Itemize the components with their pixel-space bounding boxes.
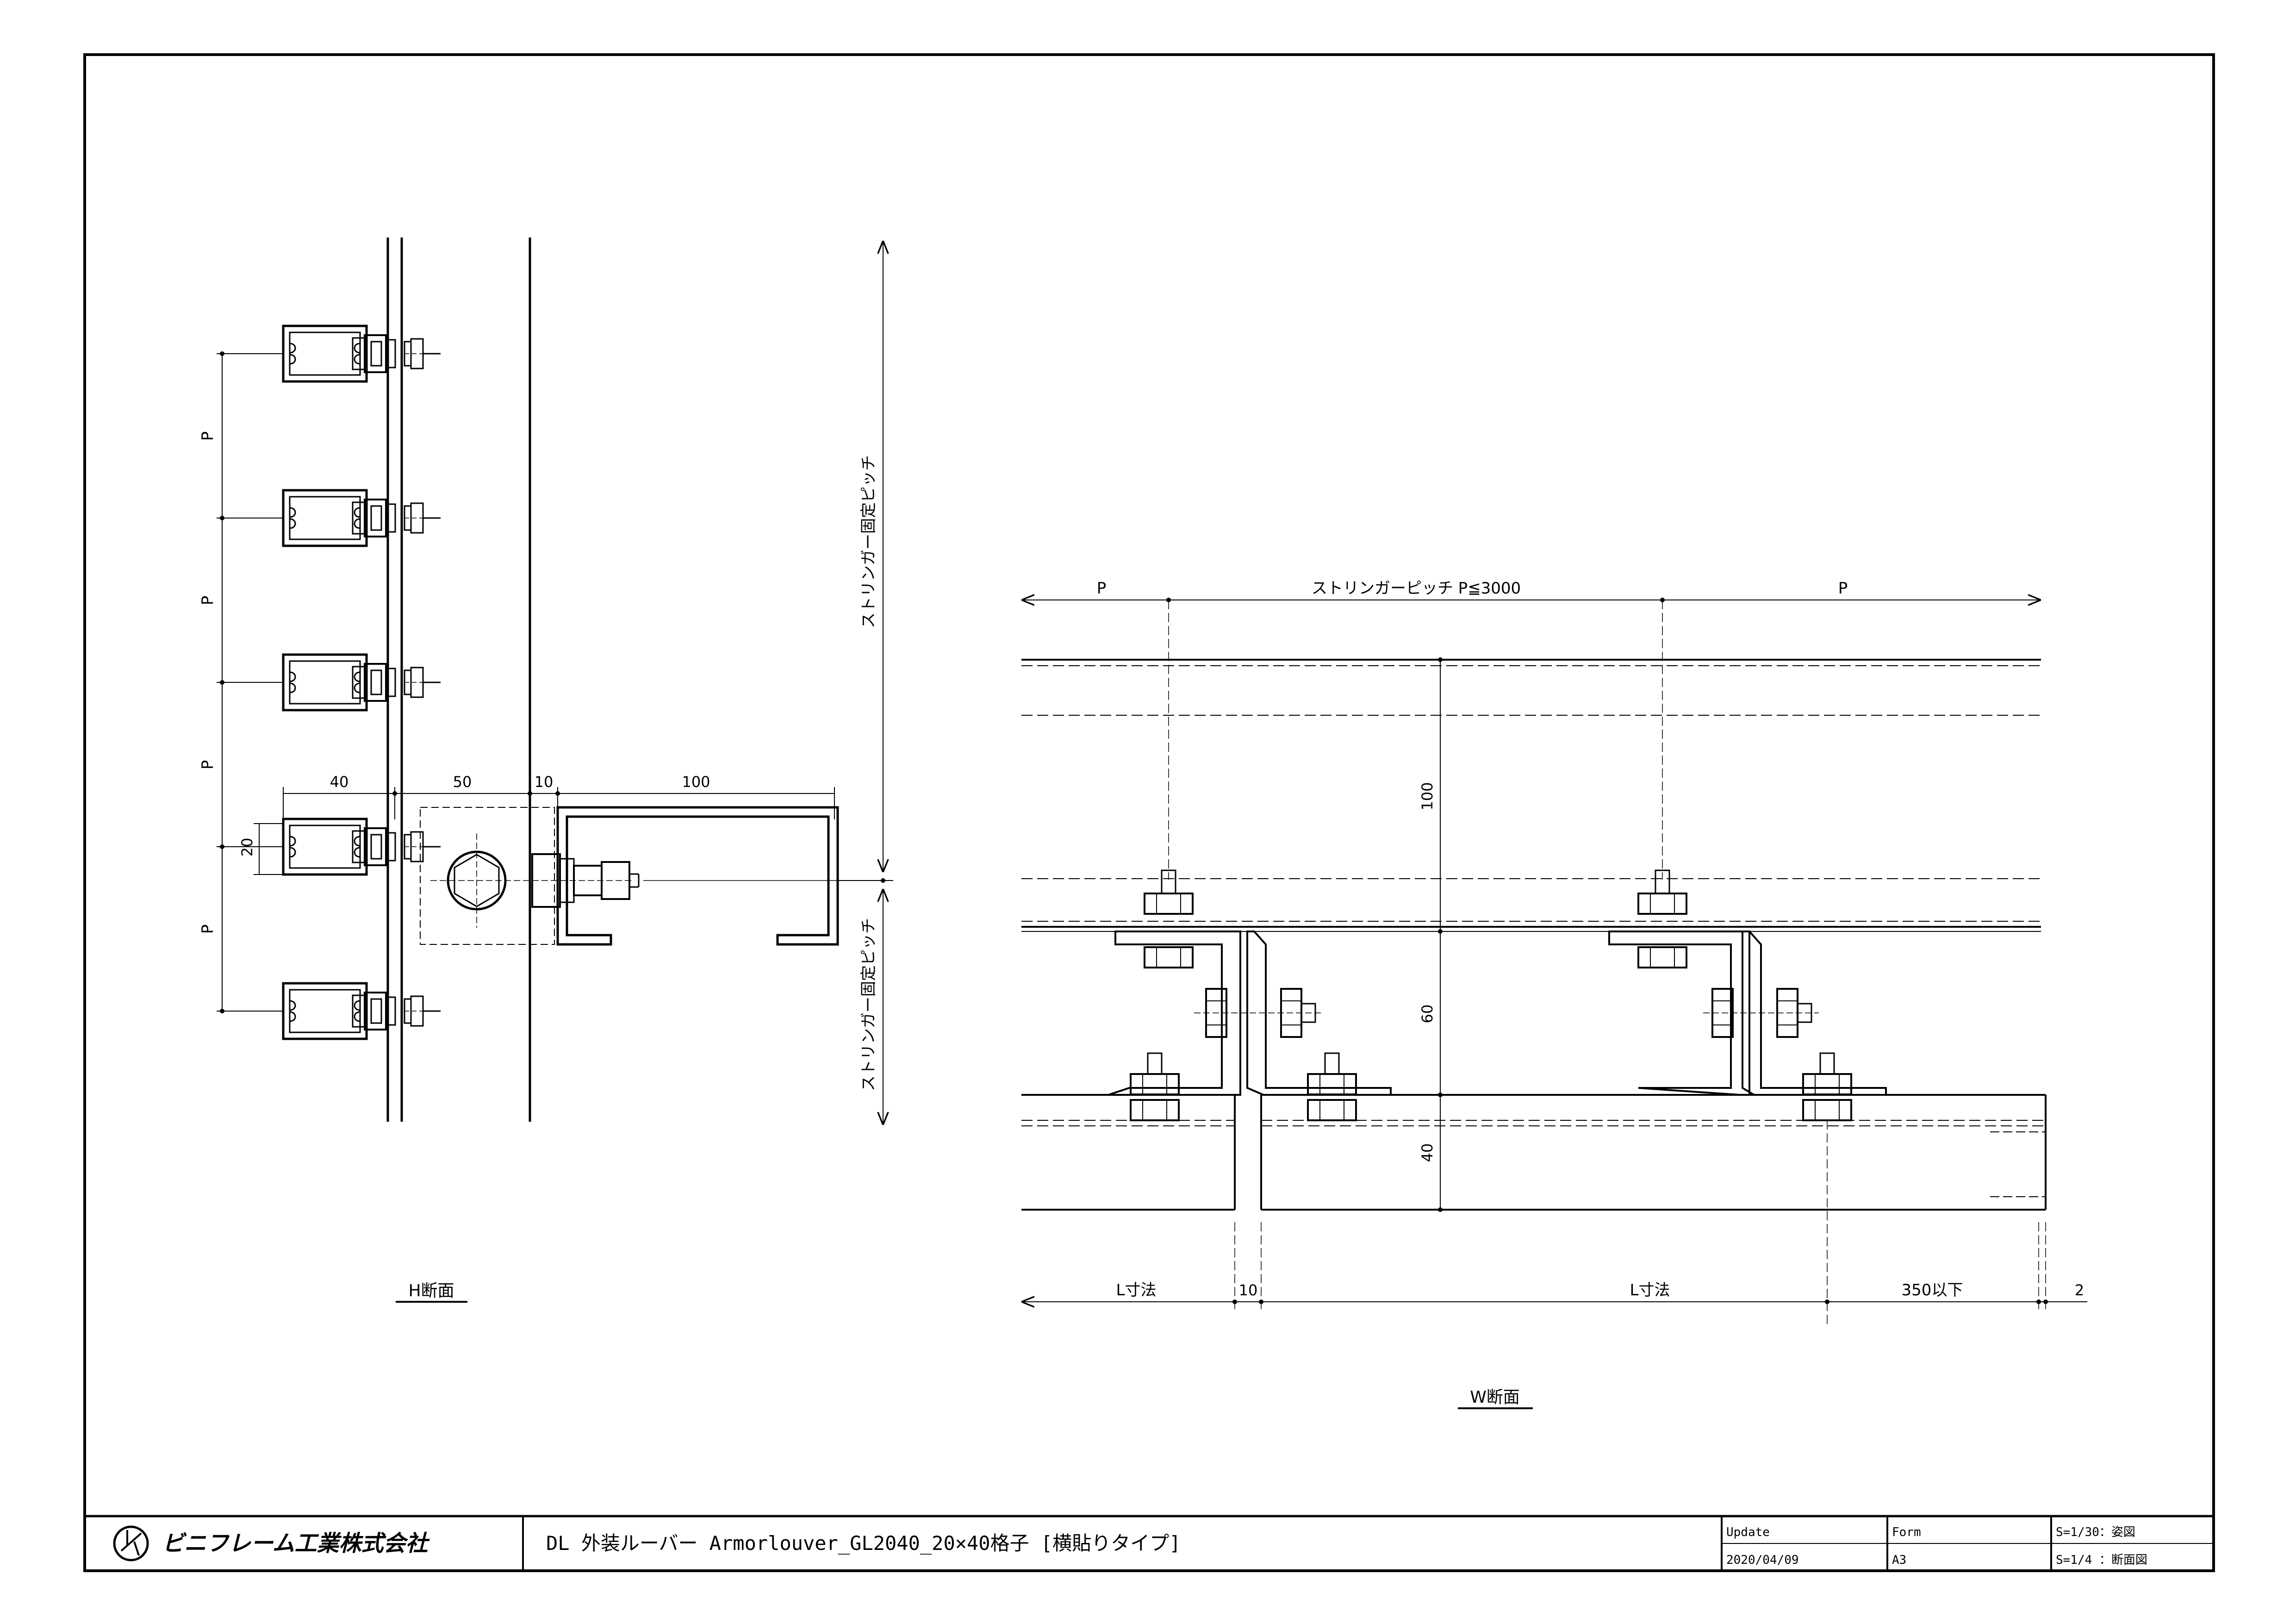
company-logo <box>113 1525 149 1562</box>
w-top-center: ストリンガーピッチ P≦3000 <box>1312 579 1521 598</box>
h-dim-40: 40 <box>330 773 349 791</box>
h-dim-50: 50 <box>453 773 472 791</box>
title-block: ビニフレーム工業株式会社 DL 外装ルーバー Armorlouver_GL204… <box>85 1515 2214 1571</box>
drawing-title: DL 外装ルーバー Armorlouver_GL2040_20×40格子 [横貼… <box>546 1532 1181 1555</box>
w-bottom-350: 350以下 <box>1902 1281 1963 1299</box>
h-section: P P P P 20 40 50 10 100 <box>199 237 893 1303</box>
scale-line-2: S=1/4 ：断面図 <box>2056 1553 2147 1567</box>
w-bottom-l-left: L寸法 <box>1116 1281 1157 1299</box>
w-bracket-2 <box>1608 869 1887 1324</box>
w-bottom-l-right: L寸法 <box>1630 1281 1670 1299</box>
w-bracket-1 <box>1108 869 1392 1121</box>
w-bottom-2: 2 <box>2075 1281 2084 1299</box>
h-pitch-label-3: P <box>199 760 217 770</box>
w-dim-60: 60 <box>1419 1005 1436 1024</box>
w-top-right-p: P <box>1838 579 1848 598</box>
form-label: Form <box>1892 1525 1921 1539</box>
update-value: 2020/04/09 <box>1726 1553 1799 1567</box>
h-section-label: H断面 <box>408 1281 454 1300</box>
w-bottom-10: 10 <box>1239 1281 1258 1299</box>
h-dim-100: 100 <box>682 773 710 791</box>
w-top-left-p: P <box>1097 579 1107 598</box>
w-dim-100: 100 <box>1419 782 1436 810</box>
h-pitch-label-1: P <box>199 431 217 441</box>
sheet-border <box>83 53 2215 1572</box>
h-pitch-label-2: P <box>199 596 217 606</box>
h-dim-20: 20 <box>238 838 256 857</box>
company-name: ビニフレーム工業株式会社 <box>162 1530 430 1556</box>
form-value: A3 <box>1892 1553 1906 1567</box>
w-section: P ストリンガーピッチ P≦3000 P 100 60 40 <box>1021 579 2087 1409</box>
h-stringer-pitch-upper: ストリンガー固定ピッチ <box>859 455 878 628</box>
h-dim-10: 10 <box>535 773 554 791</box>
scale-line-1: S=1/30：姿図 <box>2056 1525 2135 1539</box>
w-section-label: W断面 <box>1470 1388 1520 1407</box>
h-stringer-pitch-lower: ストリンガー固定ピッチ <box>859 918 878 1091</box>
update-label: Update <box>1726 1525 1770 1539</box>
h-pitch-label-4: P <box>199 924 217 934</box>
w-dim-40: 40 <box>1419 1143 1436 1162</box>
